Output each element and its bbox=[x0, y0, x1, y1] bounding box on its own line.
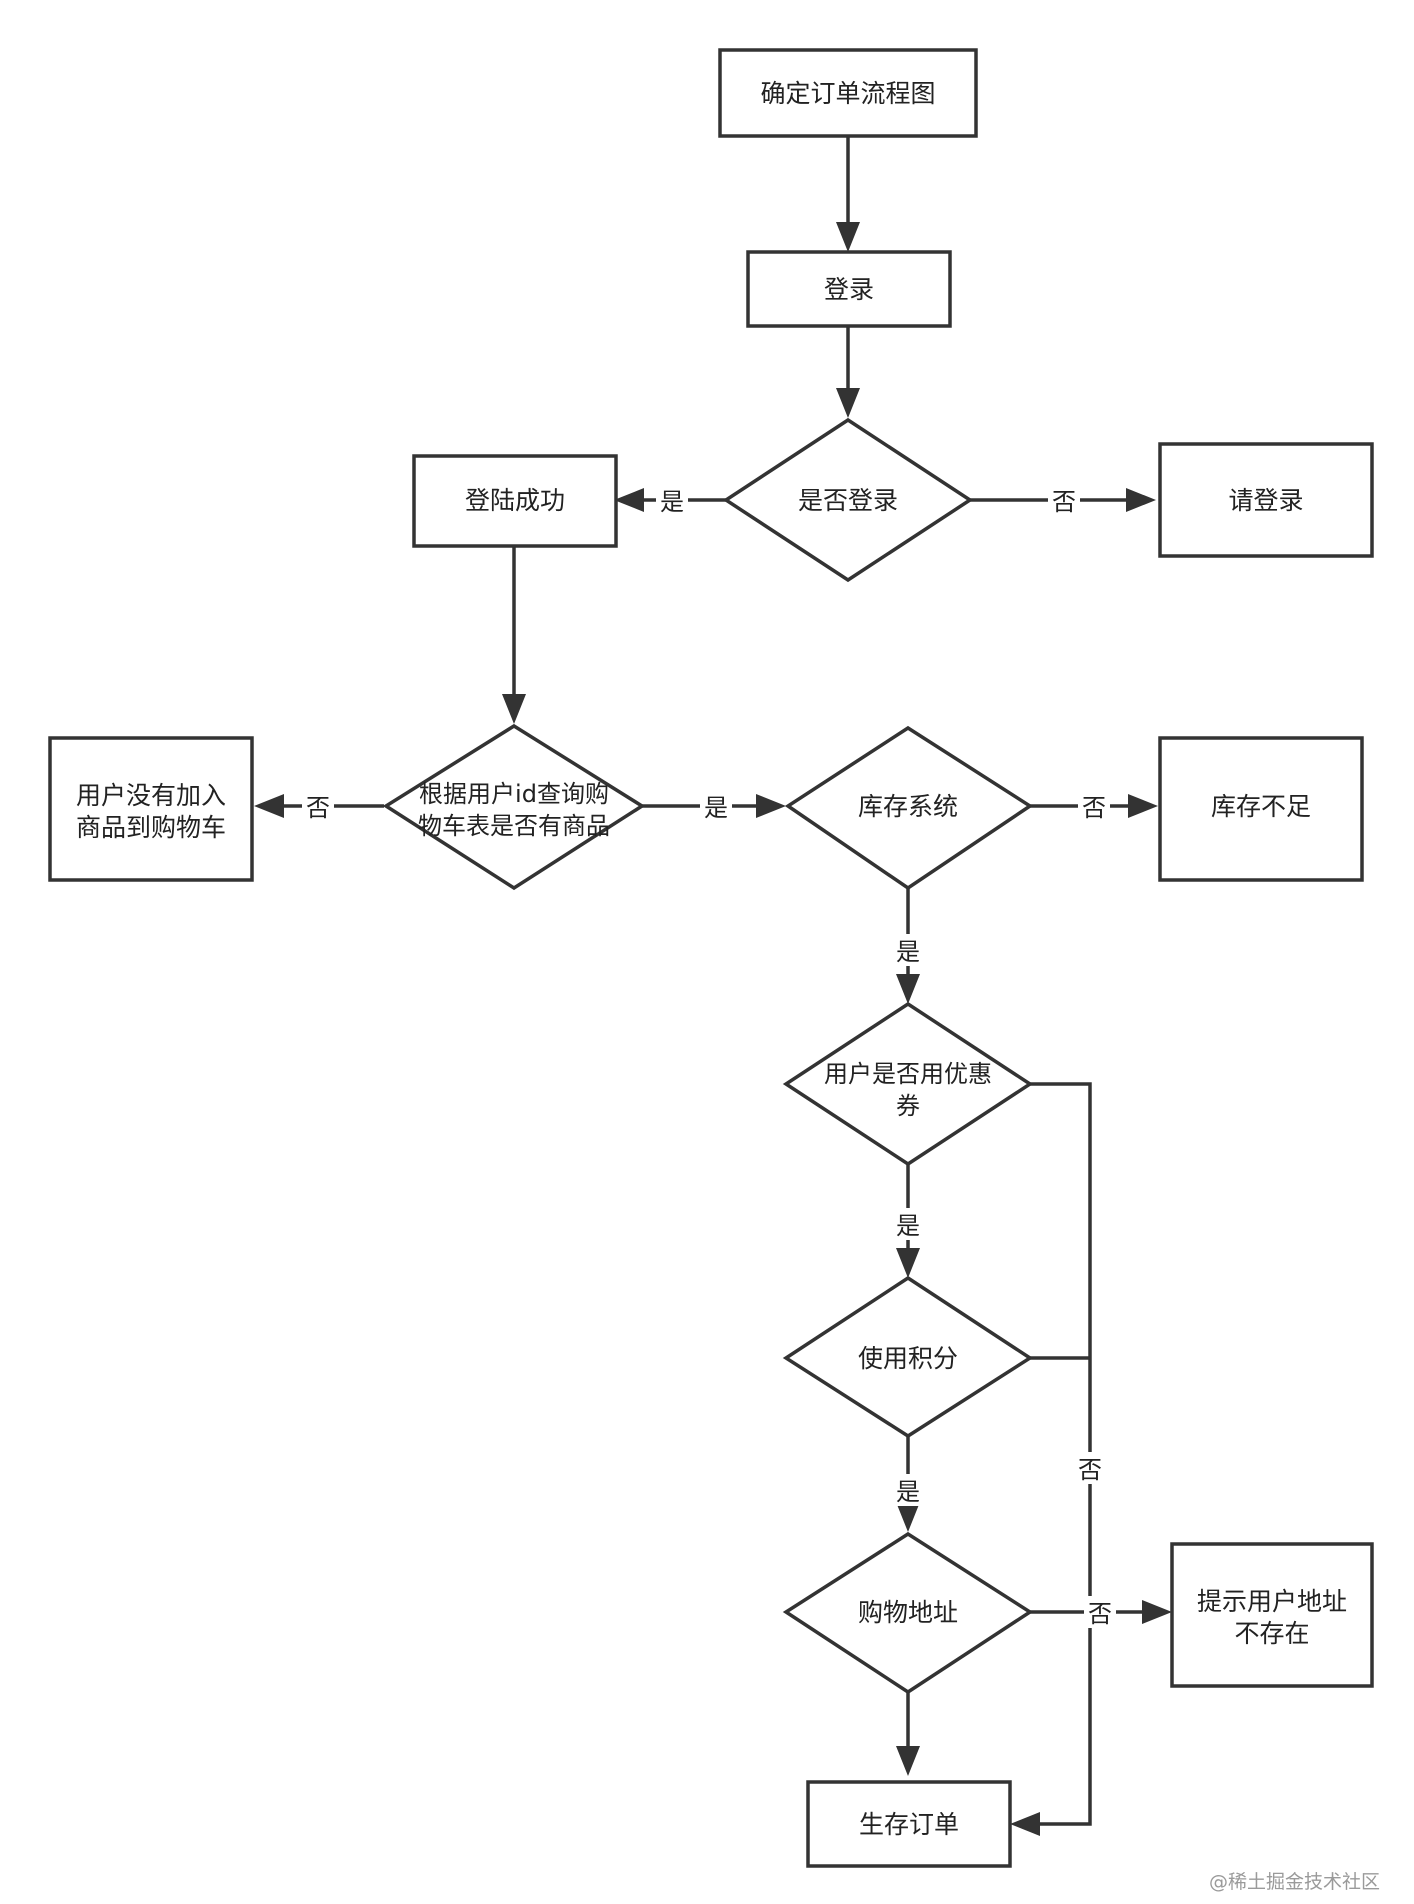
edges bbox=[254, 135, 1172, 1836]
arrowhead-points bbox=[896, 1248, 920, 1278]
arrowhead-order bbox=[896, 1746, 920, 1776]
node-check-cart-text-line2: 物车表是否有商品 bbox=[418, 812, 610, 840]
node-no-address-text-line2: 不存在 bbox=[1234, 1619, 1309, 1648]
node-no-address-text-line1: 提示用户地址 bbox=[1197, 1587, 1347, 1616]
node-no-address bbox=[1170, 1542, 1374, 1688]
arrowhead-cart bbox=[502, 694, 526, 724]
arrowhead-no-address bbox=[1142, 1600, 1172, 1624]
label-login-yes: 是 bbox=[660, 488, 684, 516]
node-title bbox=[718, 48, 978, 138]
node-check-cart-text-line1: 根据用户id查询购 bbox=[419, 780, 609, 808]
node-login-success bbox=[412, 454, 618, 548]
node-use-coupon bbox=[782, 1001, 1034, 1167]
node-use-points bbox=[782, 1275, 1034, 1439]
node-stock-system bbox=[784, 725, 1034, 891]
node-use-points-text: 使用积分 bbox=[858, 1344, 958, 1373]
node-stock-system-text: 库存系统 bbox=[858, 792, 958, 821]
node-use-coupon-text-line2: 券 bbox=[896, 1092, 920, 1120]
arrowhead-bypass-order bbox=[1010, 1812, 1040, 1836]
node-check-cart bbox=[382, 723, 646, 891]
label-coupon-yes: 是 bbox=[896, 1212, 920, 1240]
arrowhead-success bbox=[614, 488, 644, 512]
label-bypass-no: 否 bbox=[1078, 1456, 1102, 1484]
arrowhead-address bbox=[896, 1502, 920, 1532]
label-stock-no: 否 bbox=[1082, 794, 1106, 822]
node-title-text: 确定订单流程图 bbox=[760, 79, 935, 108]
node-use-coupon-text-line1: 用户是否用优惠 bbox=[824, 1060, 992, 1088]
node-create-order-text: 生存订单 bbox=[859, 1810, 959, 1839]
arrowhead-check bbox=[836, 388, 860, 418]
node-please-login bbox=[1158, 442, 1374, 558]
node-create-order bbox=[806, 1780, 1012, 1868]
label-points-yes: 是 bbox=[896, 1478, 920, 1506]
node-is-logged-in-text: 是否登录 bbox=[798, 486, 898, 515]
node-no-cart-text-line1: 用户没有加入 bbox=[76, 781, 226, 810]
node-please-login-text: 请登录 bbox=[1228, 486, 1303, 515]
node-address-text: 购物地址 bbox=[858, 1598, 958, 1627]
label-stock-yes: 是 bbox=[896, 938, 920, 966]
arrowhead-login bbox=[836, 222, 860, 252]
arrowhead-please-login bbox=[1126, 488, 1156, 512]
node-out-of-stock bbox=[1158, 736, 1364, 882]
node-no-cart-text-line2: 商品到购物车 bbox=[76, 813, 226, 842]
label-cart-no: 否 bbox=[306, 794, 330, 822]
node-no-cart bbox=[48, 736, 254, 882]
arrowhead-stock bbox=[756, 794, 786, 818]
nodes: 确定订单流程图 登录 是否登录 登陆成功 请登录 根据用户id查询购 物车表是否… bbox=[48, 48, 1374, 1868]
node-address bbox=[782, 1531, 1034, 1695]
node-is-logged-in bbox=[722, 417, 974, 583]
label-address-no: 否 bbox=[1088, 1600, 1112, 1628]
node-login-success-text: 登陆成功 bbox=[465, 486, 565, 515]
node-out-of-stock-text: 库存不足 bbox=[1211, 792, 1311, 821]
arrowhead-out-of-stock bbox=[1128, 794, 1158, 818]
node-login-text: 登录 bbox=[824, 275, 874, 304]
node-login bbox=[746, 250, 952, 328]
label-login-no: 否 bbox=[1052, 488, 1076, 516]
watermark: @稀土掘金技术社区 bbox=[1209, 1871, 1380, 1893]
label-cart-yes: 是 bbox=[704, 794, 728, 822]
arrowhead-no-cart bbox=[254, 794, 284, 818]
arrowhead-coupon bbox=[896, 974, 920, 1004]
edge-labels: 是 否 否 是 否 是 是 是 否 否 bbox=[302, 484, 1116, 1628]
